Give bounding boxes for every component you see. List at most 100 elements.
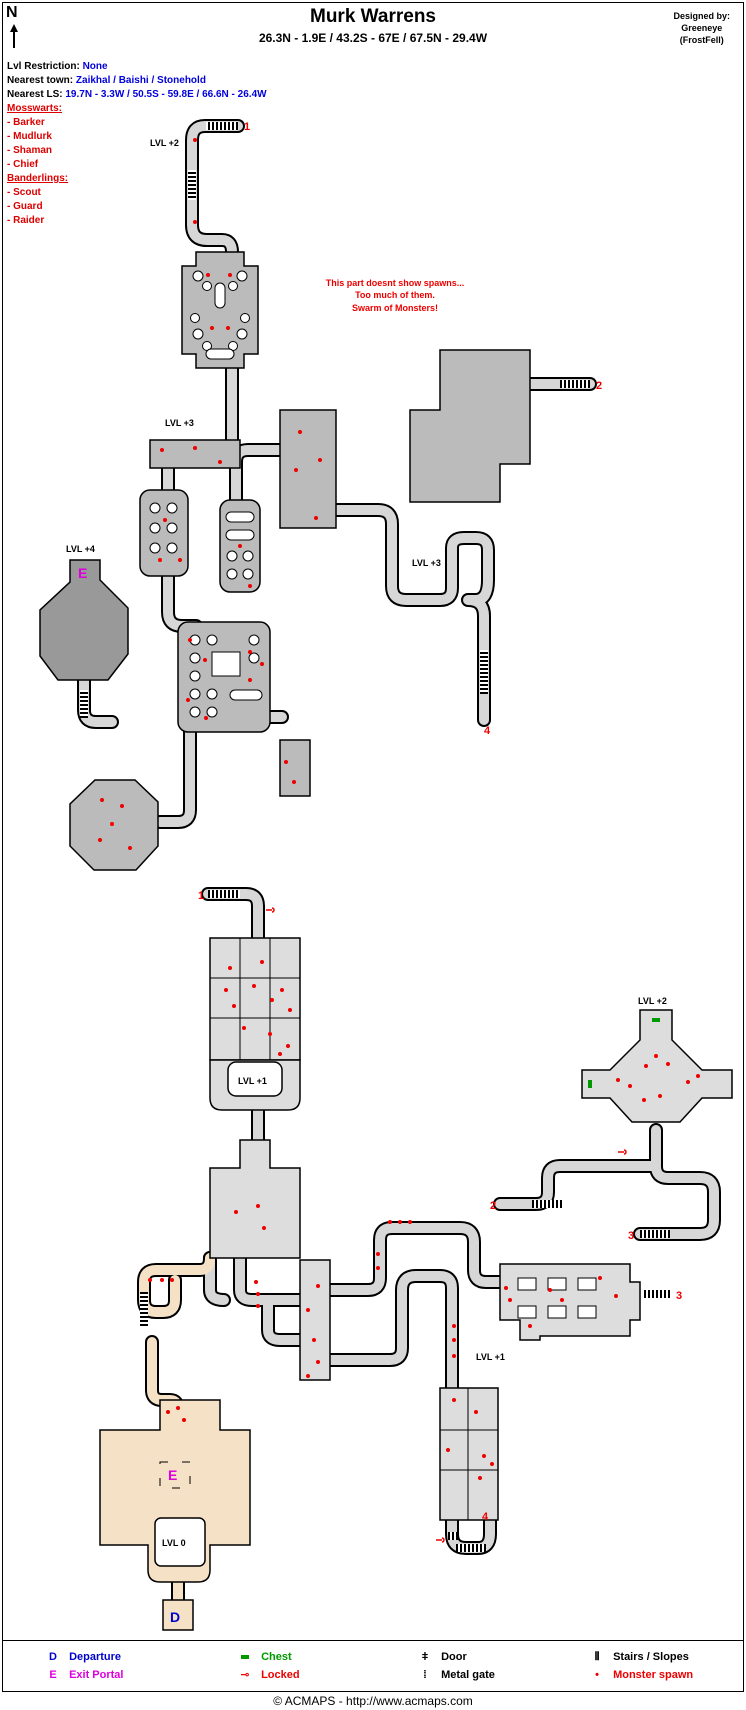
legend-separator [2, 1640, 744, 1641]
lower-spawns [148, 960, 700, 1480]
mosswart-item: - Mudlurk [7, 131, 52, 142]
stair-number: 1 [198, 890, 204, 902]
room-grid-top [209, 937, 301, 1061]
room-pillared-lower [177, 621, 271, 733]
designer-credit: Designed by: Greeneye (FrostFell) [673, 10, 730, 46]
level-label: LVL +3 [412, 558, 441, 568]
stair-number: 2 [490, 1200, 496, 1212]
level-label: LVL +1 [476, 1352, 505, 1362]
level-label: LVL +2 [150, 138, 179, 148]
level-label: LVL +3 [165, 418, 194, 428]
room-start [99, 1399, 251, 1583]
legend-col-2: Chest ⊸ Locked [232, 1648, 300, 1684]
stair-number: 2 [596, 380, 602, 392]
room-lvl2-hub [181, 251, 259, 369]
stair-number: 3 [628, 1230, 634, 1242]
svg-text:Too much of them.: Too much of them. [355, 290, 435, 300]
spawn-note: This part doesnt show spawns... Too much… [326, 278, 465, 313]
upper-rooms [39, 251, 531, 871]
designer-label: Designed by: [673, 11, 730, 21]
svg-text:Swarm of Monsters!: Swarm of Monsters! [352, 303, 438, 313]
room-octagon-south [69, 779, 159, 871]
level-label: LVL +4 [66, 544, 95, 554]
legend-col-3: ǂ Door ⁞ Metal gate [412, 1648, 495, 1684]
legend-door: ǂ Door [412, 1648, 495, 1666]
legend-col-4: ⫴ Stairs / Slopes • Monster spawn [584, 1648, 693, 1684]
upper-spawns [98, 138, 322, 850]
room-octagon-exit [39, 559, 129, 681]
stair-number: 4 [484, 725, 491, 737]
legend-metal-gate: ⁞ Metal gate [412, 1666, 495, 1684]
room-tall-mid [299, 1259, 331, 1381]
copyright: © ACMAPS - http://www.acmaps.com [273, 1694, 473, 1708]
compass-letter: N [6, 4, 18, 21]
nearest-lifestone: Nearest LS: 19.7N - 3.3W / 50.5S - 59.8E… [7, 89, 267, 100]
locked-icon [436, 1537, 445, 1543]
locked-icon: ⊸ [240, 1669, 250, 1681]
upper-labels: LVL +2 LVL +3 LVL +3 LVL +4 1 2 4 E [66, 121, 602, 737]
compass: N [6, 4, 18, 48]
room-small-south [279, 739, 311, 797]
room-block-upper [279, 409, 337, 529]
room-grid-lower [439, 1387, 499, 1521]
stair-number: 4 [482, 1511, 489, 1523]
lower-walls [210, 938, 597, 1520]
upper-stairs [80, 122, 590, 718]
chest-icon [232, 1648, 258, 1666]
legend-col-1: D Departure E Exit Portal [40, 1648, 123, 1684]
level-label: LVL +2 [638, 996, 667, 1006]
locked-icon [266, 907, 275, 913]
lower-labels: LVL +1 LVL +2 LVL +1 LVL 0 1 2 3 3 4 E D [162, 890, 682, 1625]
locks [266, 907, 627, 1543]
level-label: LVL 0 [162, 1538, 186, 1548]
room-lvl3-right [409, 349, 531, 503]
legend-locked: ⊸ Locked [232, 1666, 299, 1684]
exit-marker: E [78, 565, 87, 581]
stairs-icon: ⫴ [594, 1651, 600, 1663]
room-diamond [581, 1009, 733, 1123]
legend-chest: Chest [232, 1648, 300, 1666]
spawn-icon: • [595, 1669, 599, 1681]
map-title: Murk Warrens [310, 6, 436, 27]
banderling-item: - Guard [7, 201, 43, 212]
lower-rooms [99, 937, 733, 1631]
legend-spawn: • Monster spawn [584, 1666, 693, 1684]
banderlings-heading: Banderlings: [7, 173, 69, 184]
metal-gate-icon: ⁞ [423, 1669, 427, 1681]
upper-corridors [77, 119, 597, 829]
map-coords: 26.3N - 1.9E / 43.2S - 67E / 67.5N - 29.… [258, 31, 488, 45]
room-start-void [154, 1517, 206, 1567]
chest-icon [652, 1018, 660, 1022]
exit-symbol: E [49, 1669, 57, 1681]
mosswart-item: - Shaman [7, 145, 53, 156]
svg-text:This part doesnt show spawns..: This part doesnt show spawns... [326, 278, 465, 288]
info-panel: Lvl Restriction: None Nearest town: Zaik… [7, 60, 267, 228]
stair-number: 1 [244, 121, 250, 133]
locked-icon [618, 1149, 627, 1155]
room-u-top-void [227, 1061, 283, 1097]
mosswart-item: - Chief [7, 159, 39, 170]
nearest-town: Nearest town: Zaikhal / Baishi / Stoneho… [7, 75, 206, 86]
departure-symbol: D [49, 1651, 57, 1663]
exit-frame [159, 1461, 191, 1489]
chest-icon [588, 1080, 592, 1088]
room-square-mid [209, 1139, 301, 1259]
level-label: LVL +1 [238, 1076, 267, 1086]
mosswart-item: - Barker [7, 117, 45, 128]
room-pillared-left [139, 489, 189, 577]
door-icon: ǂ [421, 1651, 429, 1663]
banderling-item: - Scout [7, 187, 41, 198]
lower-stairs [140, 890, 672, 1552]
room-cross-right [499, 1263, 641, 1341]
departure-marker: D [170, 1609, 180, 1625]
banderling-item: - Raider [7, 215, 45, 226]
designer-server: (FrostFell) [679, 35, 724, 45]
room-lvl3-bar [149, 439, 241, 469]
legend-exit: E Exit Portal [40, 1666, 123, 1684]
designer-name: Greeneye [681, 23, 723, 33]
dungeon-map: LVL +2 LVL +3 LVL +3 LVL +4 1 2 4 E This… [39, 119, 733, 1631]
legend-departure: D Departure [40, 1648, 123, 1666]
exit-marker: E [168, 1467, 177, 1483]
lvl-restriction: Lvl Restriction: None [7, 61, 108, 72]
